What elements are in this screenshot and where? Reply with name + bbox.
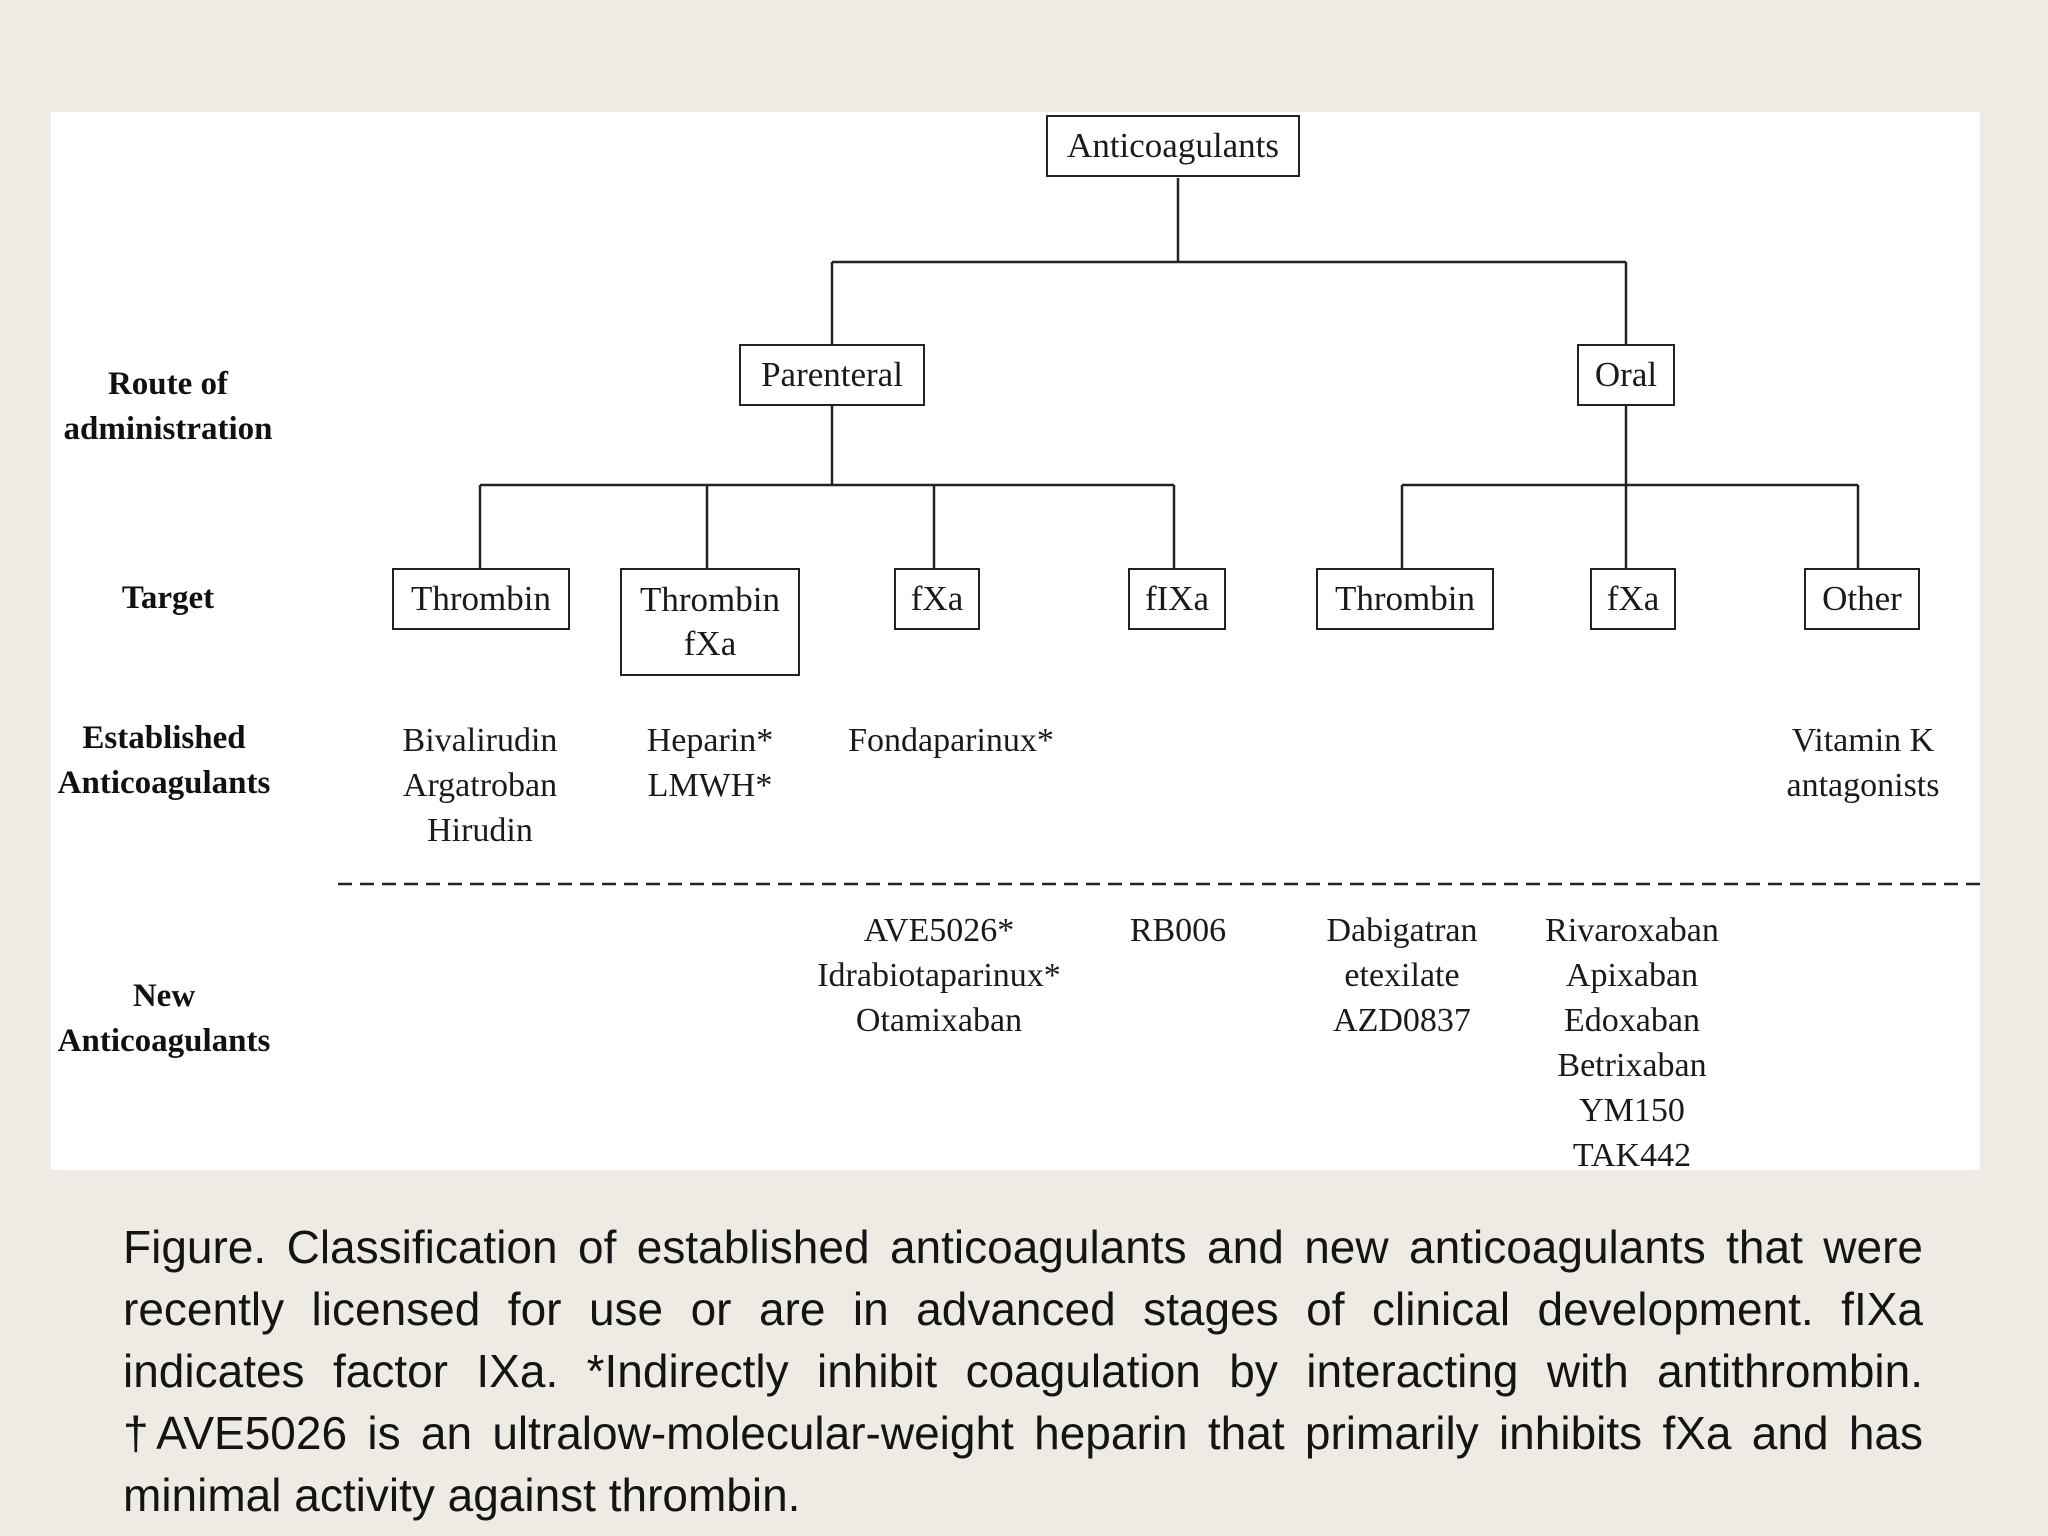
target-node-parenteral-fixa: fIXa <box>1128 568 1226 630</box>
target-label: Thrombin <box>640 580 780 619</box>
row-label-line: Anticoagulants <box>57 765 271 801</box>
established-parenteral-thrombin-fxa: Heparin* LMWH* <box>610 718 810 808</box>
drug-name: Edoxaban <box>1564 1002 1700 1039</box>
drug-name: RB006 <box>1129 912 1227 949</box>
target-label: Thrombin <box>1335 579 1475 618</box>
drug-name: Heparin* <box>646 722 774 759</box>
drug-name: LMWH* <box>647 767 773 804</box>
target-node-oral-thrombin: Thrombin <box>1316 568 1494 630</box>
target-label: fIXa <box>1144 579 1210 618</box>
row-label-established: Established Anticoagulants <box>39 716 289 806</box>
drug-name: Argatroban <box>402 767 558 804</box>
target-node-parenteral-fxa: fXa <box>894 568 980 630</box>
target-node-parenteral-thrombin: Thrombin <box>392 568 570 630</box>
target-node-oral-other: Other <box>1804 568 1920 630</box>
route-node-oral: Oral <box>1577 344 1675 406</box>
figure-caption: Figure. Classification of established an… <box>123 1221 1923 1521</box>
drug-name: Otamixaban <box>855 1002 1023 1039</box>
target-node-oral-fxa: fXa <box>1590 568 1676 630</box>
new-parenteral-fxa: AVE5026* Idrabiotaparinux* Otamixaban <box>809 908 1069 1043</box>
drug-name: TAK442 <box>1572 1137 1692 1174</box>
row-label-line: Target <box>121 580 215 616</box>
drug-name: antagonists <box>1786 767 1940 804</box>
row-label-target: Target <box>43 576 293 621</box>
new-parenteral-fixa: RB006 <box>1108 908 1248 953</box>
drug-name: Fondaparinux* <box>848 722 1054 759</box>
drug-name: Vitamin K <box>1791 722 1935 759</box>
drug-name: Betrixaban <box>1557 1047 1707 1084</box>
route-node-oral-label: Oral <box>1594 355 1658 394</box>
row-label-line: Anticoagulants <box>57 1023 271 1059</box>
row-label-route: Route of administration <box>43 362 293 452</box>
target-label: Other <box>1822 579 1902 618</box>
drug-name: Apixaban <box>1565 957 1699 994</box>
route-node-parenteral-label: Parenteral <box>761 355 903 394</box>
new-oral-fxa: Rivaroxaban Apixaban Edoxaban Betrixaban… <box>1532 908 1732 1178</box>
drug-name: AVE5026* <box>863 912 1015 949</box>
drug-name: Hirudin <box>427 812 533 849</box>
root-node: Anticoagulants <box>1046 115 1300 177</box>
root-node-label: Anticoagulants <box>1067 126 1279 165</box>
drug-name: etexilate <box>1344 957 1460 994</box>
row-label-line: administration <box>63 411 273 447</box>
target-label: fXa <box>1606 579 1660 618</box>
connector-lines <box>338 178 1980 886</box>
row-label-line: Established <box>82 720 246 756</box>
row-label-new: New Anticoagulants <box>39 974 289 1064</box>
drug-name: Idrabiotaparinux* <box>817 957 1061 994</box>
route-node-parenteral: Parenteral <box>739 344 925 406</box>
row-label-line: Route of <box>107 366 229 402</box>
target-label: fXa <box>910 579 964 618</box>
target-label: Thrombin <box>411 579 551 618</box>
target-label: fXa <box>683 624 737 663</box>
figure-panel: Anticoagulants Parenteral Oral Thrombin … <box>51 112 1980 1174</box>
drug-name: Rivaroxaban <box>1545 912 1719 949</box>
established-parenteral-fxa: Fondaparinux* <box>831 718 1071 763</box>
drug-name: AZD0837 <box>1333 1002 1471 1039</box>
established-oral-other: Vitamin K antagonists <box>1753 718 1973 808</box>
established-parenteral-thrombin: Bivalirudin Argatroban Hirudin <box>380 718 580 853</box>
drug-name: Bivalirudin <box>402 722 558 759</box>
row-label-line: New <box>132 978 196 1014</box>
target-node-parenteral-thrombin-fxa: Thrombin fXa <box>620 568 800 676</box>
new-oral-thrombin: Dabigatran etexilate AZD0837 <box>1302 908 1502 1043</box>
drug-name: Dabigatran <box>1326 912 1478 949</box>
drug-name: YM150 <box>1579 1092 1685 1129</box>
